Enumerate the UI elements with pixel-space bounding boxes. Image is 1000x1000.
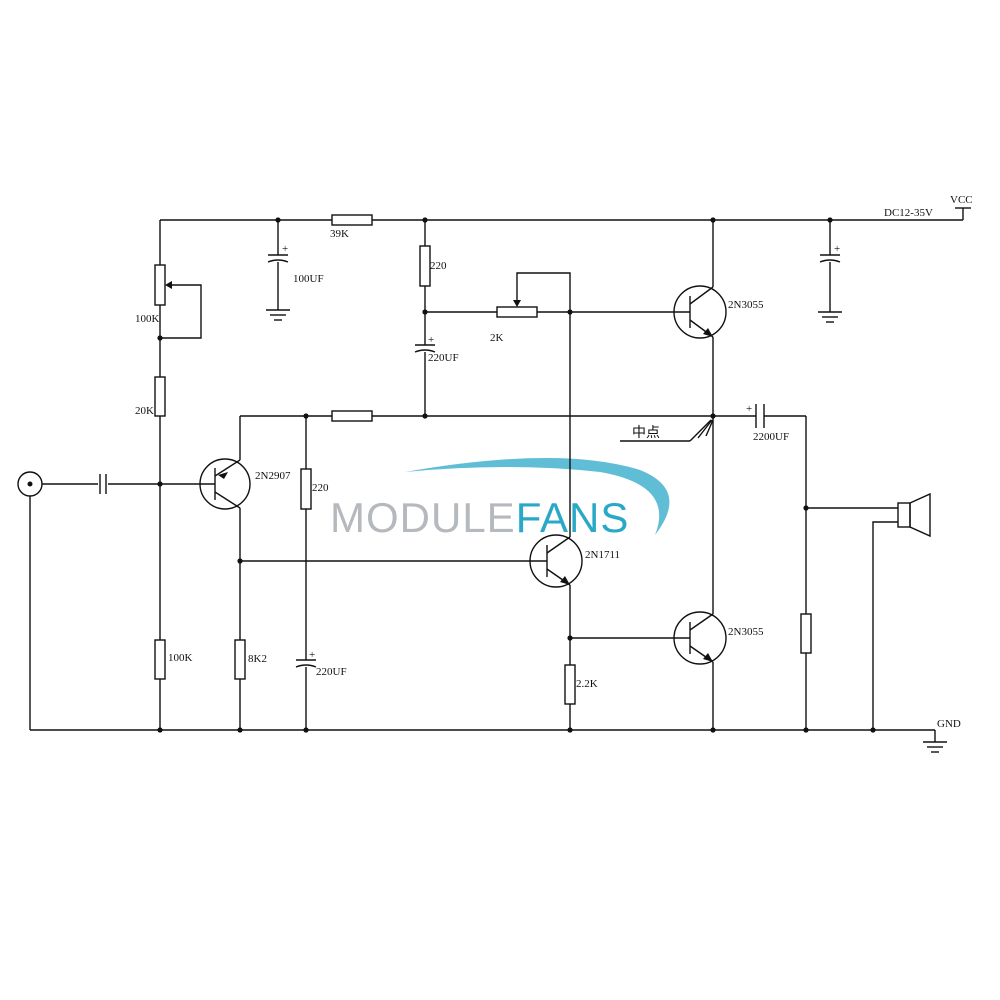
ground-rail [30,729,947,753]
midpoint-bus: + [240,403,807,730]
q-input-label: 2N2907 [255,470,291,482]
midpoint-label: 中点 [632,425,660,441]
r-39k [331,214,373,226]
r-2k2 [564,664,576,730]
r-220-mid-label: 220 [312,482,329,494]
pot-100k-label: 100K [135,313,160,325]
watermark-part2: FANS [516,494,630,541]
r-220-top-label: 220 [430,260,447,272]
q-driver-2n1711 [240,312,583,665]
gnd-label: GND [937,718,961,730]
r-2k2-label: 2.2K [576,678,598,690]
q-bottom-2n3055 [570,416,727,730]
c-supply: + [818,220,842,323]
pot-2k [425,272,690,318]
r-100k-bottom-label: 100K [168,652,193,664]
vcc-label: VCC [950,194,973,206]
watermark-text: MODULEFANS [330,494,629,541]
junctions [157,217,876,733]
c-220uf-top-label: 220UF [428,352,459,364]
svg-text:+: + [428,334,434,346]
c-2200uf-label: 2200UF [753,431,789,443]
q-driver-label: 2N1711 [585,549,620,561]
svg-text:+: + [282,243,288,255]
c-100uf: + [266,220,290,321]
bias-chain [154,220,202,730]
svg-text:+: + [309,649,315,661]
q-top-2n3055 [673,220,727,416]
input-jack [17,471,98,730]
c-220uf-bottom-label: 220UF [316,666,347,678]
c-100uf-label: 100UF [293,273,324,285]
q-input-2n2907 [160,416,251,640]
r-20k-label: 20K [135,405,154,417]
svg-text:+: + [834,243,840,255]
watermark: MODULEFANS [330,457,670,541]
vcc-rail [160,207,971,221]
q-bottom-label: 2N3055 [728,626,764,638]
speaker [806,492,931,730]
midpoint-pointer [620,419,714,442]
pot-2k-label: 2K [490,332,504,344]
r-8k2-label: 8K2 [248,653,267,665]
r-39k-label: 39K [330,228,349,240]
supply-label: DC12-35V [884,207,933,219]
c-220uf-top: + [414,334,436,416]
svg-text:+: + [746,403,752,415]
r-220-mid [300,416,312,660]
r-output [800,613,812,654]
q-top-label: 2N3055 [728,299,764,311]
input-coupling-capacitor [99,474,160,494]
c-220uf-bottom: + [295,649,317,730]
watermark-part1: MODULE [330,494,516,541]
r-220-top [419,220,431,345]
r-8k2 [234,639,246,730]
